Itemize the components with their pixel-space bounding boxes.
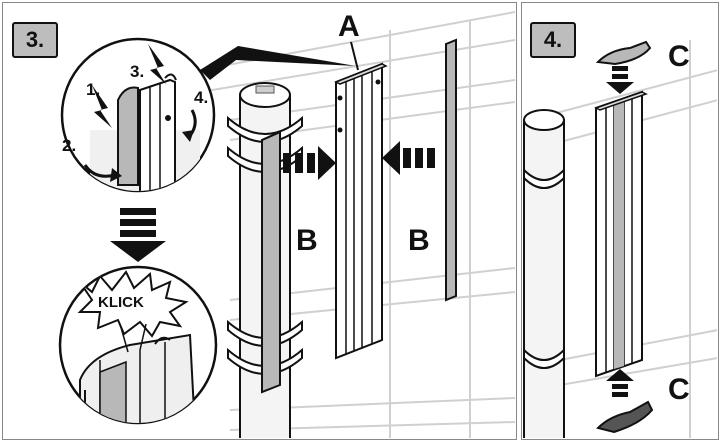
strip-b-left xyxy=(261,130,281,394)
round-post-right xyxy=(523,109,565,438)
klick-text: KLICK xyxy=(98,294,144,311)
panel-3-drawing xyxy=(199,11,515,438)
arrow-down-between-insets xyxy=(110,208,166,262)
substep-1: 1. xyxy=(86,80,101,99)
arrow-cap-up xyxy=(606,369,634,397)
arrow-to-profile-right xyxy=(382,141,435,175)
arrow-cap-down xyxy=(606,66,634,94)
step-3-badge: 3. xyxy=(12,22,58,58)
substep-3: 3. xyxy=(130,62,145,81)
substep-4: 4. xyxy=(194,88,209,107)
label-c-bottom: C xyxy=(668,373,690,406)
arrow-to-profile-left xyxy=(283,146,336,180)
profile-assembled xyxy=(594,90,648,378)
substep-2: 2. xyxy=(62,136,77,155)
step-4-badge: 4. xyxy=(530,22,576,58)
zoom-inset-bottom xyxy=(58,265,218,425)
label-a: A xyxy=(338,10,360,43)
cap-bottom xyxy=(596,400,654,434)
panel-4-drawing xyxy=(523,40,717,438)
profile-a xyxy=(334,62,388,360)
label-c-top: C xyxy=(668,40,690,73)
strip-b-right xyxy=(445,38,457,302)
cap-top xyxy=(595,40,652,66)
label-b-left: B xyxy=(296,224,318,257)
zoom-inset-top xyxy=(60,37,216,193)
pointer-a xyxy=(350,41,359,71)
zoom-wedge xyxy=(200,46,356,80)
label-b-right: B xyxy=(408,224,430,257)
